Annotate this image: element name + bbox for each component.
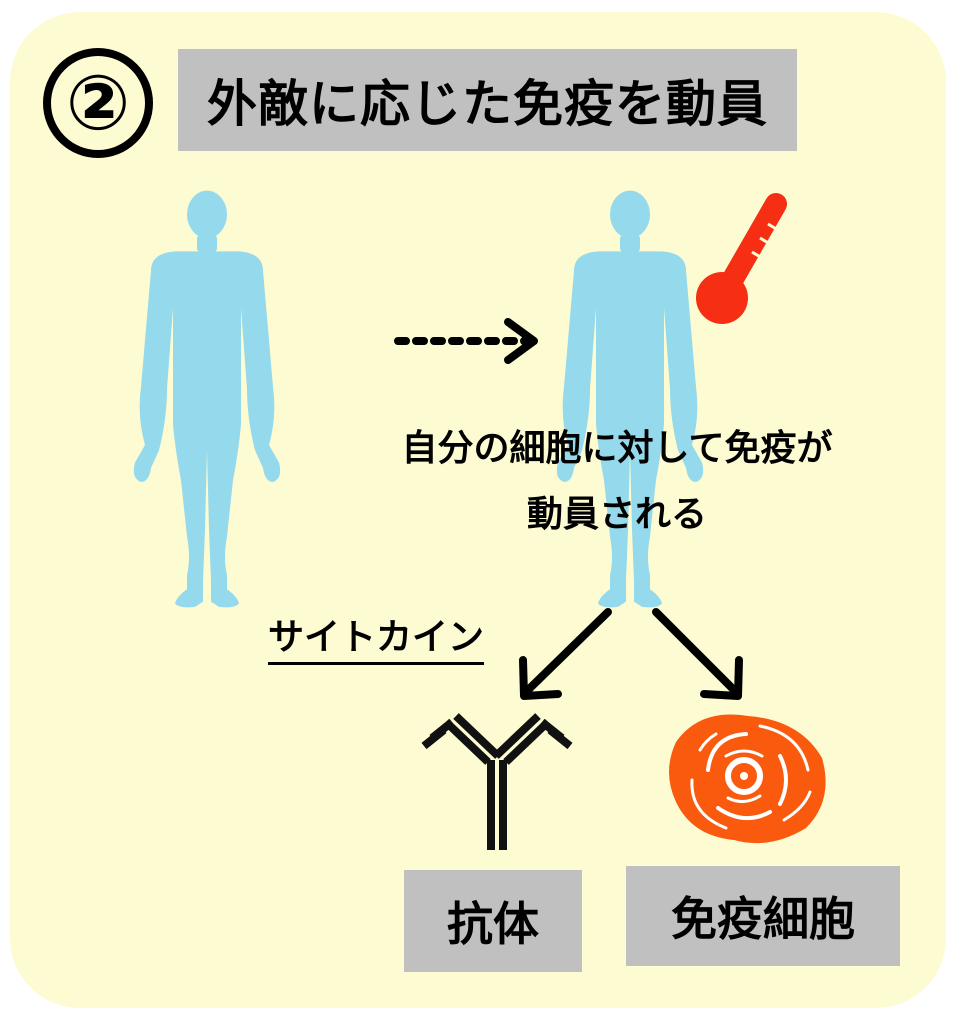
thermometer-icon bbox=[696, 193, 787, 324]
arrow-icon bbox=[652, 608, 743, 700]
cytokine-label: サイトカイン bbox=[268, 616, 485, 665]
caption: 自分の細胞に対して免疫が 動員される bbox=[352, 416, 882, 548]
antibody-label: 抗体 bbox=[404, 870, 582, 972]
background-panel bbox=[10, 12, 946, 1008]
caption-line: 自分の細胞に対して免疫が bbox=[401, 428, 833, 469]
antibody-icon bbox=[421, 713, 573, 850]
caption-line: 動員される bbox=[526, 494, 707, 535]
immune-cell-icon bbox=[669, 714, 826, 844]
dotted-arrow-icon bbox=[394, 318, 538, 364]
human-figure-icon bbox=[133, 190, 281, 608]
immune-cell-label: 免疫細胞 bbox=[626, 866, 900, 966]
page-title: 外敵に応じた免疫を動員 bbox=[207, 75, 768, 133]
step-number: ② bbox=[43, 48, 153, 158]
arrow-icon bbox=[519, 608, 612, 700]
title-box: 外敵に応じた免疫を動員 bbox=[178, 49, 797, 151]
